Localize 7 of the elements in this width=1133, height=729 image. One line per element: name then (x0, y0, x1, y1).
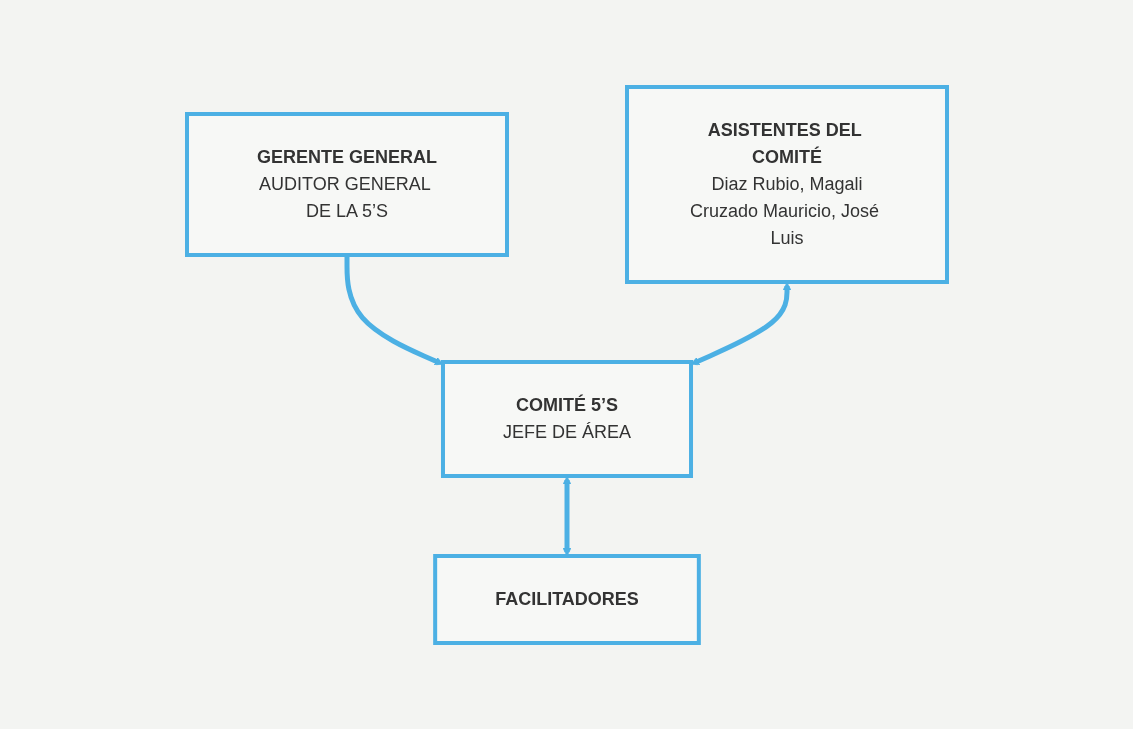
node-box: ASISTENTES DEL COMITÉ Diaz Rubio, Magali Cruzado Mauricio, José Luis (624, 84, 949, 284)
node-box: GERENTE GENERAL AUDITOR GENERAL DE LA 5’S (184, 111, 509, 257)
arrow (562, 475, 571, 556)
arrow (344, 254, 443, 365)
node-box: FACILITADORES (432, 553, 701, 645)
node-box: COMITÉ 5’S JEFE DE ÁREA (440, 359, 693, 478)
arrow (690, 281, 791, 365)
